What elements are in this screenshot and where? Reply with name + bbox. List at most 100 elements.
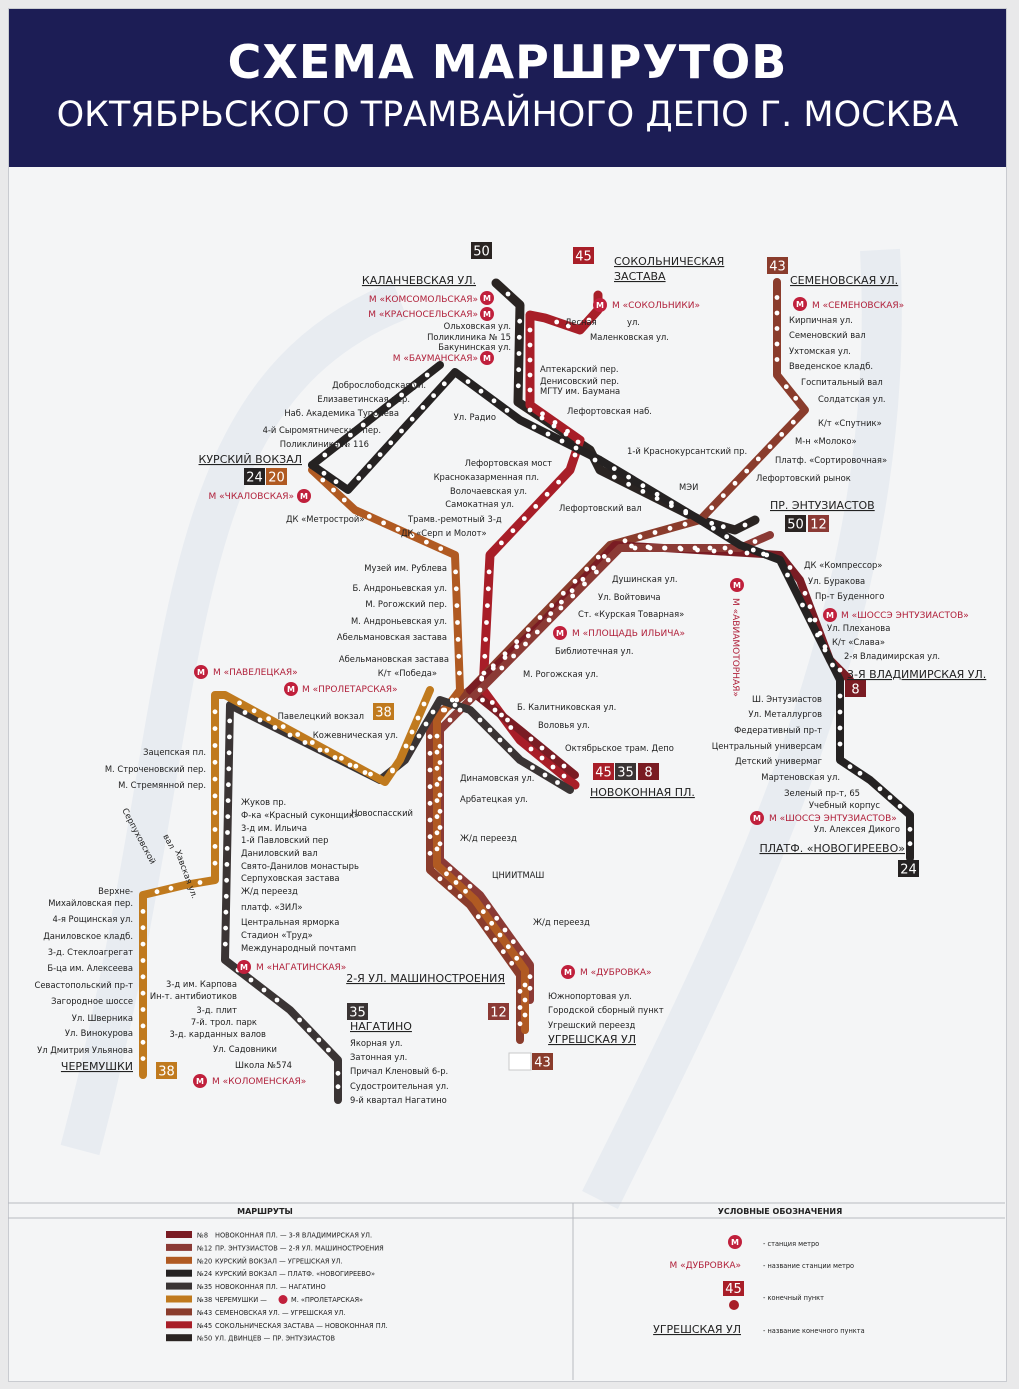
stop-dot — [508, 725, 514, 730]
metro-letter-icon: M — [556, 629, 564, 638]
route-45-terminal-box — [573, 247, 594, 264]
terminal-semenovskaya: СЕМЕНОВСКАЯ УЛ. — [790, 274, 898, 287]
route-20-terminal-box — [266, 468, 287, 485]
stop-dot — [504, 408, 510, 413]
stop-dot — [224, 877, 230, 883]
stop-dot — [507, 747, 513, 753]
stop-dot — [774, 341, 780, 347]
stop-dot — [527, 387, 533, 393]
stop-dot — [573, 445, 579, 451]
stop-dot — [212, 844, 218, 849]
stop-label: К/т «Победа» — [378, 668, 437, 678]
metro-station-label: М «ЧКАЛОВСКАЯ» — [209, 492, 294, 502]
stop-dot — [720, 493, 726, 498]
stop-label: 3-д. Стеклоагрегат — [48, 947, 133, 957]
stop-dot — [427, 767, 433, 773]
stop-dot — [793, 395, 799, 401]
stop-dot — [692, 545, 698, 551]
legend-symbol-metro-name-sample: М «ДУБРОВКА» — [669, 1261, 741, 1271]
stop-dot — [683, 509, 689, 514]
stop-dot — [434, 733, 440, 739]
stop-label: ЦНИИТМАШ — [492, 870, 544, 880]
stop-label: Жуков пр. — [241, 797, 286, 807]
stop-dot — [517, 988, 523, 994]
stop-dot — [140, 909, 146, 914]
stop-dot — [257, 717, 263, 723]
stop-dot — [320, 477, 326, 483]
stop-dot — [779, 432, 785, 437]
terminal-mashinostroeniya: 2-Я УЛ. МАШИНОСТРОЕНИЯ — [346, 972, 505, 985]
stop-dot — [522, 982, 528, 988]
stop-dot — [427, 834, 433, 840]
stop-dot — [272, 725, 278, 730]
stop-dot — [669, 500, 674, 506]
stop-dot — [335, 1084, 341, 1090]
stop-dot — [877, 786, 883, 792]
stop-dot — [356, 475, 362, 481]
metro-station-label: М «КОМСОМОЛЬСКАЯ» — [369, 295, 478, 305]
stop-label: Б. Андроньевская ул. — [353, 583, 447, 593]
stop-dot — [514, 955, 520, 961]
stop-dot — [522, 997, 528, 1003]
stop-dot — [514, 644, 520, 650]
metro-letter-icon: M — [240, 963, 248, 972]
route-12-terminal-box — [808, 515, 829, 532]
stop-label: Федеративный пр-т — [734, 725, 822, 735]
stop-label: Пр-т Буденного — [815, 591, 884, 601]
metro-station-label: М «ПАВЕЛЕЦКАЯ» — [213, 668, 298, 678]
legend-route-swatch — [166, 1282, 192, 1290]
stop-dot — [266, 716, 271, 722]
stop-dot — [516, 367, 522, 373]
stop-dot — [140, 974, 146, 980]
stop-dot — [629, 543, 634, 549]
stop-label: 1-й Павловский пер — [241, 835, 328, 845]
stop-dot — [542, 772, 548, 778]
stop-dot — [237, 700, 242, 706]
legend-route-text: КУРСКИЙ ВОКЗАЛ — УГРЕШСКАЯ УЛ. — [215, 1256, 343, 1265]
stop-label: ДК «Компрессор» — [804, 560, 882, 570]
stop-label: М. Андроньевская ул. — [351, 616, 447, 626]
stop-label: 4-й Сыромятнический пер. — [263, 425, 381, 435]
metro-letter-icon: M — [196, 1077, 204, 1086]
stop-dot — [390, 768, 395, 774]
stop-dot — [362, 770, 368, 775]
stop-dot — [491, 398, 497, 404]
legend-terminal-sample: 45 — [725, 1282, 742, 1297]
stop-dot — [510, 528, 516, 534]
stop-dot — [222, 941, 228, 947]
stop-label: Лефортовская наб. — [567, 406, 652, 416]
stop-label: МГТУ им. Баумана — [540, 386, 620, 396]
stop-dot — [212, 709, 218, 715]
legend-symbols-title: УСЛОВНЫЕ ОБОЗНАЧЕНИЯ — [718, 1207, 843, 1216]
stop-label: Ул. Металлургов — [748, 709, 822, 719]
legend-route-swatch — [166, 1231, 192, 1238]
stop-dot — [552, 420, 558, 425]
stop-dot — [427, 817, 433, 823]
stop-label: Лефортовская мост — [465, 458, 553, 468]
stop-dot — [430, 709, 436, 715]
stop-dot — [386, 402, 392, 408]
stop-dot — [722, 545, 728, 551]
stop-label: Лефортовский вал — [559, 503, 642, 513]
route-8-terminal-box — [845, 680, 866, 697]
stop-label: Зеленый пр-т, 65 — [784, 788, 860, 798]
terminal-cheremushki: ЧЕРЕМУШКИ — [61, 1060, 133, 1073]
stop-dot — [455, 637, 461, 642]
stop-dot — [197, 880, 203, 885]
stop-dot — [212, 743, 218, 748]
stop-dot — [545, 431, 551, 437]
legend-route-text: ЧЕРЕМУШКИ — — [215, 1296, 267, 1304]
stop-dot — [572, 578, 578, 584]
stop-label: 4-я Рощинская ул. — [53, 914, 134, 924]
stop-dot — [452, 702, 458, 708]
stop-dot — [368, 771, 373, 777]
legend-routes-title: МАРШРУТЫ — [237, 1207, 293, 1216]
stop-dot — [140, 958, 146, 963]
legend-route-swatch — [166, 1334, 192, 1342]
route-number: 12 — [810, 518, 827, 533]
stop-dot — [399, 428, 404, 434]
stop-dot — [783, 384, 789, 390]
stop-dot — [360, 422, 366, 428]
